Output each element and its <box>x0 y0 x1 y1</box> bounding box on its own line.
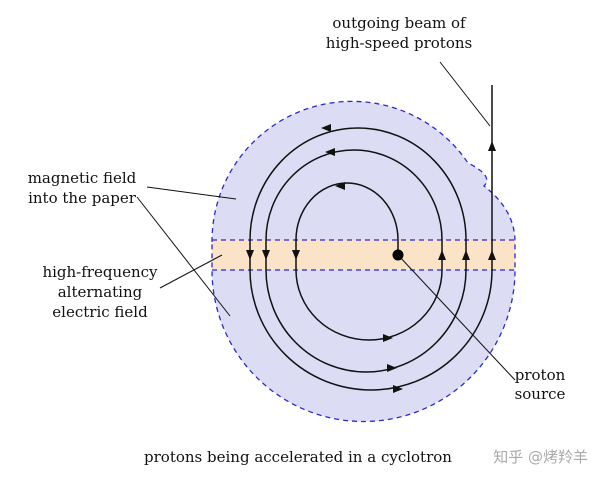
arrow-gap-2 <box>262 250 270 260</box>
leader-proton-source <box>397 254 516 381</box>
label-outgoing-beam-line1: outgoing beam of <box>332 14 467 32</box>
leader-magnetic-field-2 <box>136 196 231 317</box>
leader-magnetic-field <box>146 186 237 200</box>
caption: protons being accelerated in a cyclotron <box>144 448 452 466</box>
label-proton-source-line2: source <box>515 385 566 403</box>
arrow-bottom-middle <box>387 364 397 372</box>
arrow-bottom-inner <box>383 334 393 342</box>
arrow-gap-3 <box>292 250 300 260</box>
label-proton-source-line1: proton <box>515 366 566 384</box>
path-arrows <box>246 124 496 393</box>
arrow-gap-6 <box>488 250 496 260</box>
leader-lines <box>136 61 516 381</box>
arrow-top-middle <box>325 148 335 156</box>
label-magnetic-field-line1: magnetic field <box>28 169 137 187</box>
label-outgoing-beam-line2: high-speed protons <box>326 34 472 52</box>
dee-boundary <box>211 100 516 423</box>
arrow-bottom-outer <box>393 385 403 393</box>
watermark: 知乎 @烤羚羊 <box>493 448 588 466</box>
label-electric-field-line3: electric field <box>52 303 148 321</box>
label-electric-field-line2: alternating <box>58 283 143 301</box>
arrow-top-outer <box>321 124 331 132</box>
spiral-loop-2 <box>265 149 467 373</box>
arrow-gap-1 <box>246 250 254 260</box>
arrow-beam-exit <box>488 141 496 151</box>
arrow-gap-4 <box>438 250 446 260</box>
label-magnetic-field-line2: into the paper <box>28 189 137 207</box>
leader-outgoing-beam <box>439 61 491 127</box>
spiral-loop-3 <box>249 127 493 391</box>
spiral-loop-1 <box>295 182 443 341</box>
proton-spiral <box>249 85 493 391</box>
leader-electric-field <box>159 254 223 289</box>
arrow-gap-5 <box>462 250 470 260</box>
label-electric-field-line1: high-frequency <box>42 263 158 281</box>
arrow-top-inner <box>335 182 345 190</box>
